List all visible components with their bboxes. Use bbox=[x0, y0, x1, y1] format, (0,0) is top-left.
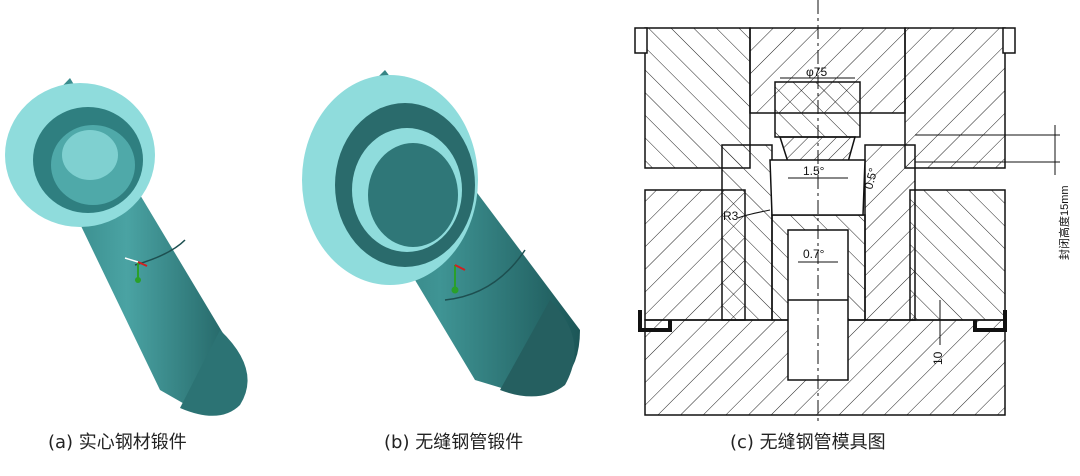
label-taper-top: 1.5° bbox=[803, 164, 825, 178]
caption-c: (c) 无缝钢管模具图 bbox=[730, 432, 886, 453]
caption-a: (a) 实心钢材锻件 bbox=[48, 432, 187, 453]
seamless-tube-forging-figure bbox=[302, 70, 580, 397]
axis-triad bbox=[451, 264, 466, 294]
label-dia: φ75 bbox=[806, 65, 827, 79]
die-drawing: φ75 1.5° 0.5° R3 0.7° 10 封闭高度15mm bbox=[634, 0, 1071, 425]
axis-triad bbox=[124, 257, 148, 283]
tube-end-face bbox=[302, 75, 478, 285]
label-taper-bottom: 0.7° bbox=[803, 247, 825, 261]
caption-b: (b) 无缝钢管锻件 bbox=[384, 432, 524, 453]
label-seal-height: 封闭高度15mm bbox=[1057, 185, 1071, 260]
upper-die bbox=[634, 27, 1016, 169]
label-offset: 10 bbox=[931, 351, 945, 365]
dimension-lines bbox=[737, 77, 1060, 345]
clamps bbox=[638, 310, 1007, 332]
forging-end-face bbox=[5, 83, 155, 227]
punch bbox=[774, 81, 861, 163]
solid-forging-figure bbox=[5, 78, 248, 416]
label-taper-right: 0.5° bbox=[861, 166, 880, 191]
label-radius: R3 bbox=[723, 209, 739, 223]
